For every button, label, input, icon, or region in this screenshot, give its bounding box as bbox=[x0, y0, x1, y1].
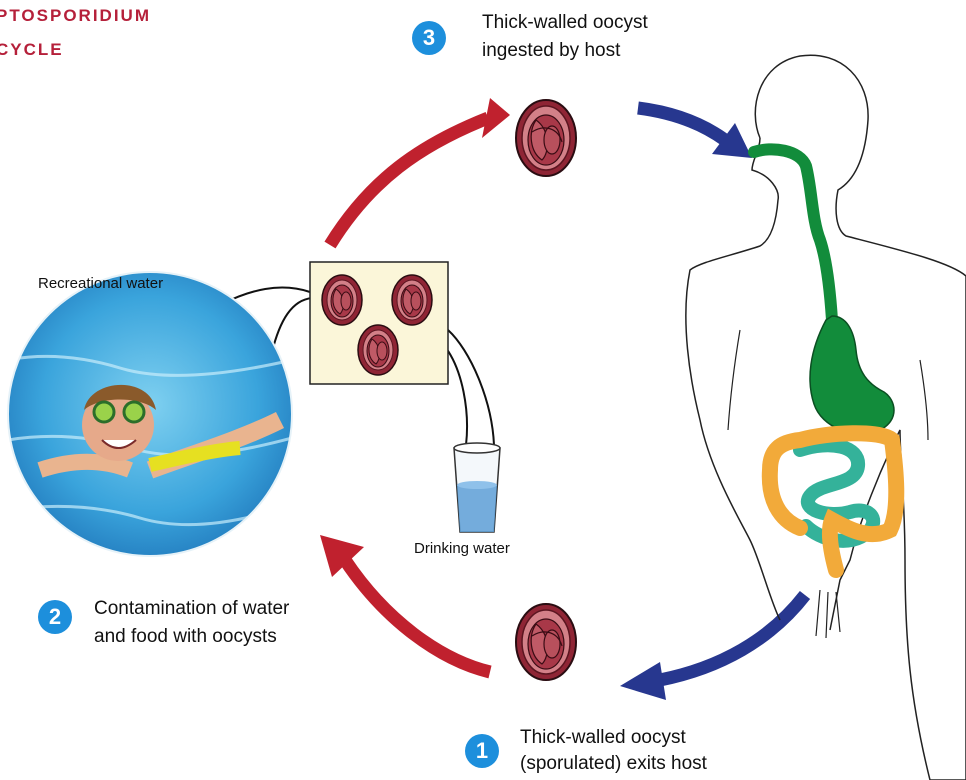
step-2-line-2: and food with oocysts bbox=[94, 624, 277, 649]
oocyst-top bbox=[516, 100, 576, 176]
arrow-red-to-top-head bbox=[482, 98, 510, 138]
arrow-red-to-top bbox=[330, 118, 488, 245]
arrow-blue-to-mouth bbox=[638, 108, 725, 140]
oocyst-bottom bbox=[516, 604, 576, 680]
step-3-badge: 3 bbox=[412, 21, 446, 55]
step-3-line-1: Thick-walled oocyst bbox=[482, 10, 648, 35]
panel-oocyst-1 bbox=[322, 275, 362, 325]
step-3-line-2: ingested by host bbox=[482, 38, 620, 63]
connector-drink-2 bbox=[446, 348, 467, 445]
large-intestine bbox=[770, 433, 896, 570]
step-2-line-1: Contamination of water bbox=[94, 596, 289, 621]
connector-drink-1 bbox=[448, 330, 494, 445]
drinking-water-label: Drinking water bbox=[414, 540, 510, 557]
step-1-line-1: Thick-walled oocyst bbox=[520, 725, 686, 750]
arrow-blue-to-exit-head bbox=[620, 662, 666, 700]
step-1-badge: 1 bbox=[465, 734, 499, 768]
drinking-glass-icon bbox=[454, 443, 500, 532]
swimmer-photo bbox=[0, 270, 300, 570]
step-2-badge: 2 bbox=[38, 600, 72, 634]
arrow-blue-to-exit bbox=[660, 595, 805, 680]
panel-oocyst-3 bbox=[358, 325, 398, 375]
connector-pool bbox=[272, 298, 312, 352]
stomach bbox=[810, 316, 894, 434]
arrow-red-to-pool bbox=[345, 560, 490, 672]
panel-oocyst-2 bbox=[392, 275, 432, 325]
esophagus bbox=[754, 149, 832, 320]
recreational-water-label: Recreational water bbox=[38, 275, 163, 292]
step-1-line-2: (sporulated) exits host bbox=[520, 751, 707, 776]
